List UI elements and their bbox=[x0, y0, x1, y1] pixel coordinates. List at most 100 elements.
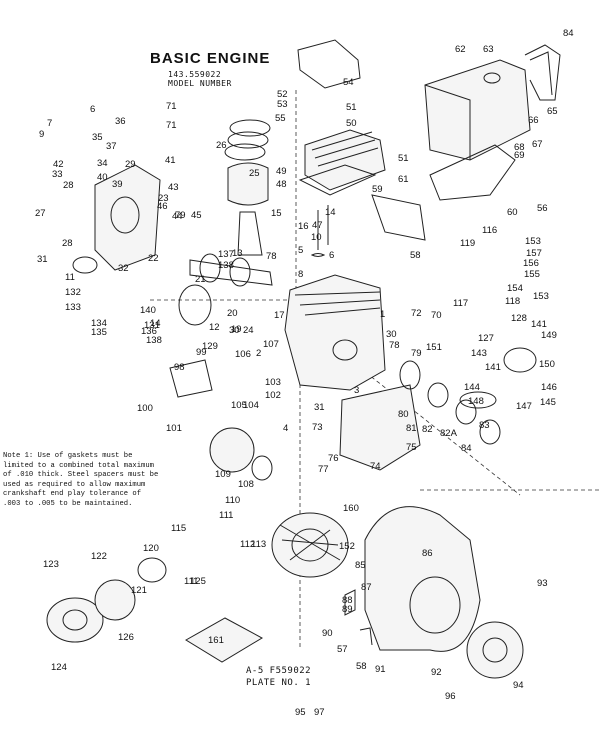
callout-label: 17 bbox=[274, 310, 285, 321]
starter-cup bbox=[46, 597, 104, 643]
callout-label: 81 bbox=[406, 423, 417, 434]
callout-label: 20 bbox=[227, 308, 238, 319]
callout-label: 105 bbox=[231, 400, 247, 411]
callout-label: 71 bbox=[166, 120, 177, 131]
callout-label: 126 bbox=[118, 632, 134, 643]
callout-label: 46 bbox=[157, 201, 168, 212]
callout-label: 63 bbox=[483, 44, 494, 55]
piston bbox=[227, 162, 269, 206]
callout-label: 43 bbox=[168, 182, 179, 193]
model-block: 143.559022 MODEL NUMBER bbox=[168, 70, 232, 88]
callout-label: 87 bbox=[361, 582, 372, 593]
callout-label: 104 bbox=[243, 400, 259, 411]
callout-label: 90 bbox=[322, 628, 333, 639]
callout-label: 61 bbox=[398, 174, 409, 185]
model-caption: MODEL NUMBER bbox=[168, 79, 232, 88]
callout-label: 53 bbox=[277, 99, 288, 110]
callout-label: 35 bbox=[92, 132, 103, 143]
callout-label: 150 bbox=[539, 359, 555, 370]
callout-label: 69 bbox=[514, 150, 525, 161]
callout-label: 37 bbox=[106, 141, 117, 152]
callout-label: 11 bbox=[65, 272, 75, 283]
callout-label: 56 bbox=[537, 203, 548, 214]
callout-label: 127 bbox=[478, 333, 494, 344]
callout-label: 107 bbox=[263, 339, 279, 350]
callout-label: 54 bbox=[343, 77, 354, 88]
callout-label: 67 bbox=[532, 139, 543, 150]
callout-label: 152 bbox=[339, 541, 355, 552]
callout-label: 74 bbox=[370, 461, 381, 472]
callout-label: 119 bbox=[460, 238, 475, 249]
callout-label: 33 bbox=[52, 169, 63, 180]
decal-stamp-text: 161 bbox=[208, 635, 224, 646]
callout-label: 111 bbox=[219, 510, 233, 521]
callout-label: 41 bbox=[165, 155, 176, 166]
callout-label: 121 bbox=[131, 585, 147, 596]
callout-label: 28 bbox=[63, 180, 74, 191]
callout-label: 34 bbox=[97, 158, 108, 169]
callout-label: 89 bbox=[342, 604, 353, 615]
callout-label: 160 bbox=[343, 503, 359, 514]
callout-label: 40 bbox=[97, 172, 108, 183]
callout-label: 62 bbox=[455, 44, 466, 55]
callout-label: 138 bbox=[146, 335, 162, 346]
callout-label: 92 bbox=[431, 667, 442, 678]
callout-label: 49 bbox=[276, 166, 287, 177]
starter-pulley bbox=[209, 427, 255, 473]
callout-label: 24 bbox=[243, 325, 254, 336]
callout-label: 68 bbox=[514, 142, 525, 153]
air-intake-plate bbox=[169, 359, 213, 398]
callout-label: 22 bbox=[148, 253, 159, 264]
cylinder-head bbox=[304, 129, 386, 191]
callout-label: 124 bbox=[51, 662, 67, 673]
callout-label: 141 bbox=[485, 362, 501, 373]
plate-reference: A-5 F559022 bbox=[246, 666, 312, 676]
tank-bracket bbox=[429, 144, 516, 201]
callout-label: 75 bbox=[406, 442, 417, 453]
heat-shield bbox=[371, 194, 426, 241]
callout-label: 71 bbox=[166, 101, 177, 112]
callout-label: 2 bbox=[256, 348, 261, 359]
callout-label: 76 bbox=[328, 453, 339, 464]
callout-label: 25 bbox=[249, 168, 260, 179]
callout-label: 36 bbox=[115, 116, 126, 127]
callout-label: 44 bbox=[172, 211, 183, 222]
note-1: Note 1: Use of gaskets must be limited t… bbox=[3, 452, 159, 508]
tank-strap bbox=[524, 44, 561, 101]
callout-label: 28 bbox=[62, 238, 73, 249]
callout-label: 103 bbox=[265, 377, 281, 388]
callout-label: 102 bbox=[265, 390, 281, 401]
callout-label: 52 bbox=[277, 89, 288, 100]
callout-label: 59 bbox=[372, 184, 383, 195]
flywheel-housing bbox=[339, 384, 421, 471]
callout-label: 15 bbox=[271, 208, 282, 219]
callout-label: 51 bbox=[346, 102, 357, 113]
callout-label: 82A bbox=[440, 428, 458, 439]
callout-label: 115 bbox=[171, 523, 186, 534]
callout-label: 88 bbox=[342, 595, 353, 606]
callout-label: 86 bbox=[422, 548, 433, 559]
callout-label: 134 bbox=[91, 318, 107, 329]
callout-label: 13 bbox=[232, 248, 243, 259]
callout-label: 95 bbox=[295, 707, 306, 718]
piston-ring bbox=[229, 119, 271, 137]
callout-label: 31 bbox=[37, 254, 48, 265]
cylinder-block bbox=[284, 274, 386, 391]
callout-label: 84 bbox=[563, 28, 574, 39]
callout-label: 146 bbox=[541, 382, 557, 393]
callout-label: 73 bbox=[312, 422, 323, 433]
callout-label: 112 bbox=[240, 539, 255, 550]
callout-label: 82 bbox=[422, 424, 433, 435]
callout-label: 9 bbox=[39, 129, 44, 140]
callout-label: 110 bbox=[225, 495, 240, 506]
callout-label: 16 bbox=[298, 221, 309, 232]
callout-label: 153 bbox=[533, 291, 549, 302]
callout-label: 57 bbox=[337, 644, 348, 655]
callout-label: 58 bbox=[356, 661, 367, 672]
connecting-rod bbox=[237, 211, 263, 256]
callout-label: 6 bbox=[329, 250, 334, 261]
callout-label: 1 bbox=[380, 309, 385, 320]
callout-label: 23 bbox=[158, 193, 169, 204]
